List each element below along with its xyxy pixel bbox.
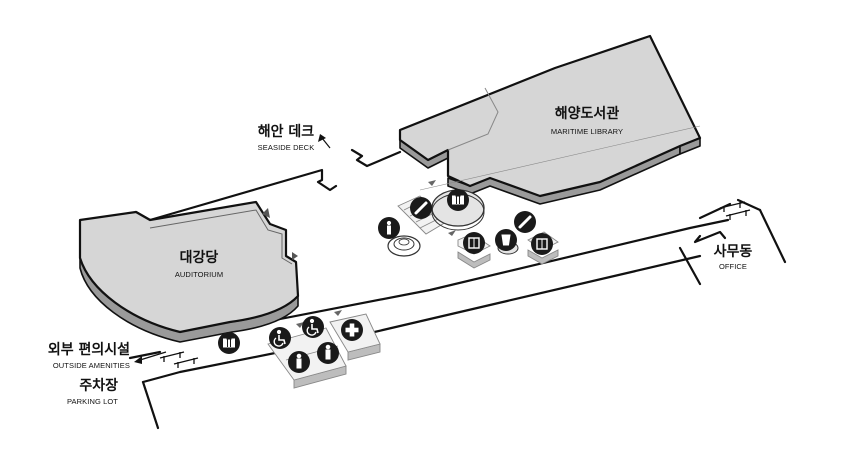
label-en: MARITIME LIBRARY <box>551 127 623 136</box>
label-en: OUTSIDE AMENITIES <box>53 361 130 370</box>
direction-arrows <box>134 134 331 364</box>
label-ko: 해양도서관 <box>555 105 620 122</box>
escalator-icon[interactable] <box>410 197 432 219</box>
accessible-restroom-icon[interactable] <box>269 327 291 349</box>
label-en: PARKING LOT <box>67 397 118 406</box>
label-en: SEASIDE DECK <box>258 143 315 152</box>
drinking-water-icon[interactable] <box>495 229 517 251</box>
elevator-icon[interactable] <box>531 233 553 255</box>
label-ko: 해안 데크 <box>258 123 315 140</box>
information-icon[interactable] <box>378 217 400 239</box>
first-aid-icon[interactable] <box>341 319 363 341</box>
escalator-icon[interactable] <box>514 211 536 233</box>
locker-icon[interactable] <box>447 189 469 211</box>
accessible-restroom-icon[interactable] <box>302 316 324 338</box>
label-ko: 사무동 <box>714 244 753 260</box>
restroom-icon[interactable] <box>317 342 339 364</box>
elevator-icon[interactable] <box>463 232 485 254</box>
label-seaside-deck[interactable]: 해안 데크 SEASIDE DECK <box>258 123 315 152</box>
maritime-library-building <box>398 34 702 205</box>
label-ko: 대강당 <box>180 249 219 266</box>
restroom-icon[interactable] <box>288 351 310 373</box>
label-en: AUDITORIUM <box>175 270 223 279</box>
label-maritime-library[interactable]: 해양도서관 MARITIME LIBRARY <box>551 105 623 136</box>
auditorium-building <box>78 200 300 343</box>
label-parking-lot[interactable]: 주차장 PARKING LOT <box>67 377 118 406</box>
label-outside-amenities[interactable]: 외부 편의시설 OUTSIDE AMENITIES <box>48 341 130 370</box>
label-en: OFFICE <box>719 262 747 271</box>
locker-icon[interactable] <box>218 332 240 354</box>
label-office[interactable]: 사무동 OFFICE <box>714 244 753 271</box>
label-ko: 외부 편의시설 <box>48 341 130 358</box>
label-ko: 주차장 <box>79 377 118 394</box>
outer-walls <box>128 148 787 430</box>
label-auditorium[interactable]: 대강당 AUDITORIUM <box>175 249 223 279</box>
